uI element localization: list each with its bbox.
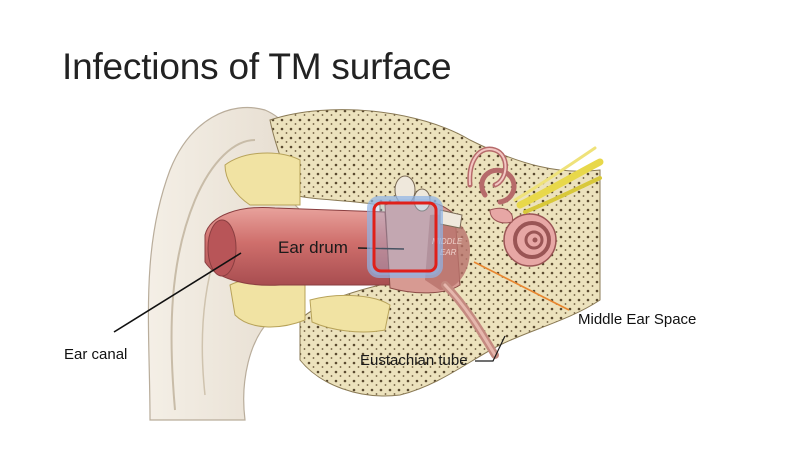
middle-ear-faint-label-1: MIDDLE [432, 237, 463, 246]
ear-drum-label: Ear drum [278, 238, 348, 257]
ear-canal-arrow [113, 252, 242, 333]
tm-highlight-box [372, 201, 438, 273]
slide-title: Infections of TM surface [62, 46, 452, 87]
eustachian-tube-label: Eustachian tube [360, 352, 468, 369]
ear-canal-callout: Ear canal [64, 346, 128, 363]
cartilage-lower-2 [309, 294, 391, 333]
canal-opening [207, 219, 237, 277]
middle-ear-space-callout: Middle Ear Space [578, 311, 697, 328]
middle-ear-faint-label-2: EAR [440, 248, 457, 257]
cartilage-upper [224, 152, 301, 206]
middle-ear-arrow [473, 261, 570, 311]
tm-highlight-glow [367, 196, 443, 278]
vestibule [489, 207, 514, 224]
auditory-nerve [516, 158, 604, 209]
outer-ear-fold [170, 139, 256, 411]
ear-drum-leader [357, 247, 405, 250]
eustachian-leader [475, 335, 506, 362]
